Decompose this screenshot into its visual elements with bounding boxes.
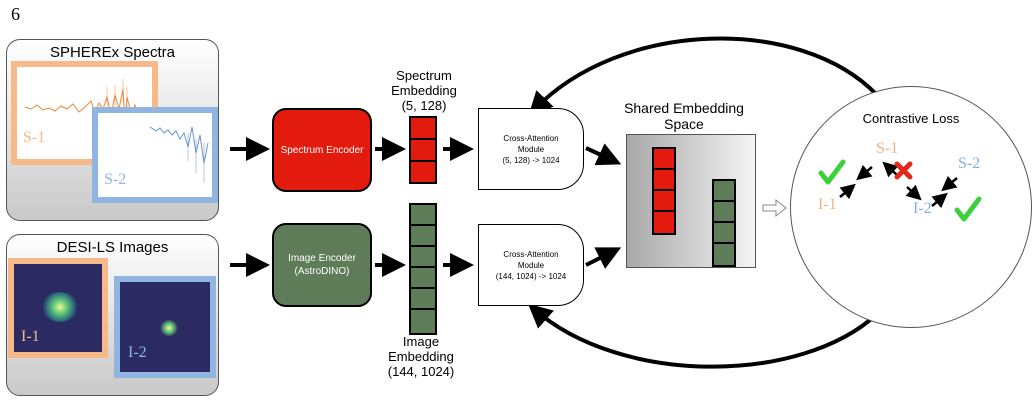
contrastive-i1: I-1 bbox=[818, 196, 837, 213]
module-top-line2: Module bbox=[517, 144, 545, 154]
spectrum-trace-2 bbox=[149, 126, 209, 183]
check-icon bbox=[818, 159, 846, 185]
image-embedding-line3: (144, 1024) bbox=[387, 364, 455, 379]
arrow-module-bottom-to-space bbox=[585, 247, 622, 269]
shared-image-vector bbox=[712, 179, 736, 267]
shared-space-line1: Shared Embedding bbox=[624, 100, 744, 116]
galaxy-2-glow bbox=[160, 320, 178, 336]
spectrum-embedding-line3: (5, 128) bbox=[401, 98, 447, 113]
galaxy-1-glow bbox=[42, 292, 78, 322]
arrow-i1-to-s1 bbox=[839, 183, 856, 200]
galaxy-image-2: I-2 bbox=[114, 276, 216, 378]
module-top-line3: (5, 128) -> 1024 bbox=[502, 155, 560, 165]
image-embedding-line2: Embedding bbox=[388, 349, 454, 364]
arrow-x-to-i2 bbox=[905, 184, 922, 201]
shared-embedding-space bbox=[626, 134, 756, 268]
cross-attention-module-bottom: Cross-Attention Module (144, 1024) -> 10… bbox=[478, 224, 584, 306]
hollow-arrow-icon bbox=[762, 198, 787, 218]
spectrum-label-s1: S-1 bbox=[23, 129, 46, 146]
contrastive-loss-title: Contrastive Loss bbox=[862, 111, 960, 126]
arrow-i2-to-s2 bbox=[931, 192, 948, 209]
contrastive-s1: S-1 bbox=[876, 140, 899, 157]
arrow-x-to-s1 bbox=[882, 161, 899, 178]
galaxy-image-1: I-1 bbox=[8, 258, 108, 358]
feedback-arrow-top bbox=[528, 36, 879, 116]
image-label-i2: I-2 bbox=[128, 344, 147, 361]
contrastive-loss-circle: Contrastive Loss bbox=[790, 86, 1032, 328]
spectra-panel-title: SPHEREx Spectra bbox=[49, 44, 176, 61]
spectrum-embedding-vector bbox=[409, 116, 437, 184]
module-bottom-line2: Module bbox=[517, 260, 545, 270]
spectrum-plot-2: S-2 bbox=[92, 107, 218, 203]
feedback-arrow-bottom bbox=[527, 303, 879, 369]
image-embedding-label: Image Embedding (144, 1024) bbox=[371, 334, 471, 379]
module-bottom-line1: Cross-Attention bbox=[503, 249, 559, 259]
shared-space-line2: Space bbox=[664, 116, 704, 132]
image-encoder-label-line2: (AstroDINO) bbox=[294, 266, 350, 277]
module-top-line1: Cross-Attention bbox=[503, 133, 559, 143]
image-embedding-line1: Image bbox=[402, 334, 440, 349]
spectrum-encoder: Spectrum Encoder bbox=[272, 108, 372, 192]
cross-icon bbox=[894, 161, 913, 180]
spectrum-encoder-label: Spectrum Encoder bbox=[280, 144, 364, 156]
arrow-s2-to-i2 bbox=[941, 175, 958, 192]
shared-spectrum-vector bbox=[652, 147, 676, 235]
images-panel-title: DESI-LS Images bbox=[56, 239, 169, 256]
image-embedding-vector bbox=[409, 203, 437, 335]
spectrum-embedding-label: Spectrum Embedding (5, 128) bbox=[374, 68, 474, 113]
page-number: 6 bbox=[11, 4, 20, 24]
cross-attention-module-top: Cross-Attention Module (5, 128) -> 1024 bbox=[478, 108, 584, 190]
arrow-s1-to-i1 bbox=[856, 164, 873, 181]
spectrum-label-s2: S-2 bbox=[104, 171, 127, 188]
image-label-i1: I-1 bbox=[21, 328, 40, 345]
image-encoder-label-line1: Image Encoder bbox=[288, 253, 356, 264]
spectrum-embedding-line2: Embedding bbox=[391, 83, 457, 98]
shared-space-label: Shared Embedding Space bbox=[614, 100, 754, 132]
contrastive-s2: S-2 bbox=[958, 155, 981, 172]
spectrum-embedding-line1: Spectrum bbox=[396, 68, 452, 83]
image-encoder: Image Encoder (AstroDINO) bbox=[272, 223, 372, 307]
check-icon bbox=[954, 196, 982, 222]
arrow-module-top-to-space bbox=[585, 143, 622, 166]
contrastive-i2: I-2 bbox=[913, 200, 932, 217]
module-bottom-line3: (144, 1024) -> 1024 bbox=[495, 271, 567, 281]
